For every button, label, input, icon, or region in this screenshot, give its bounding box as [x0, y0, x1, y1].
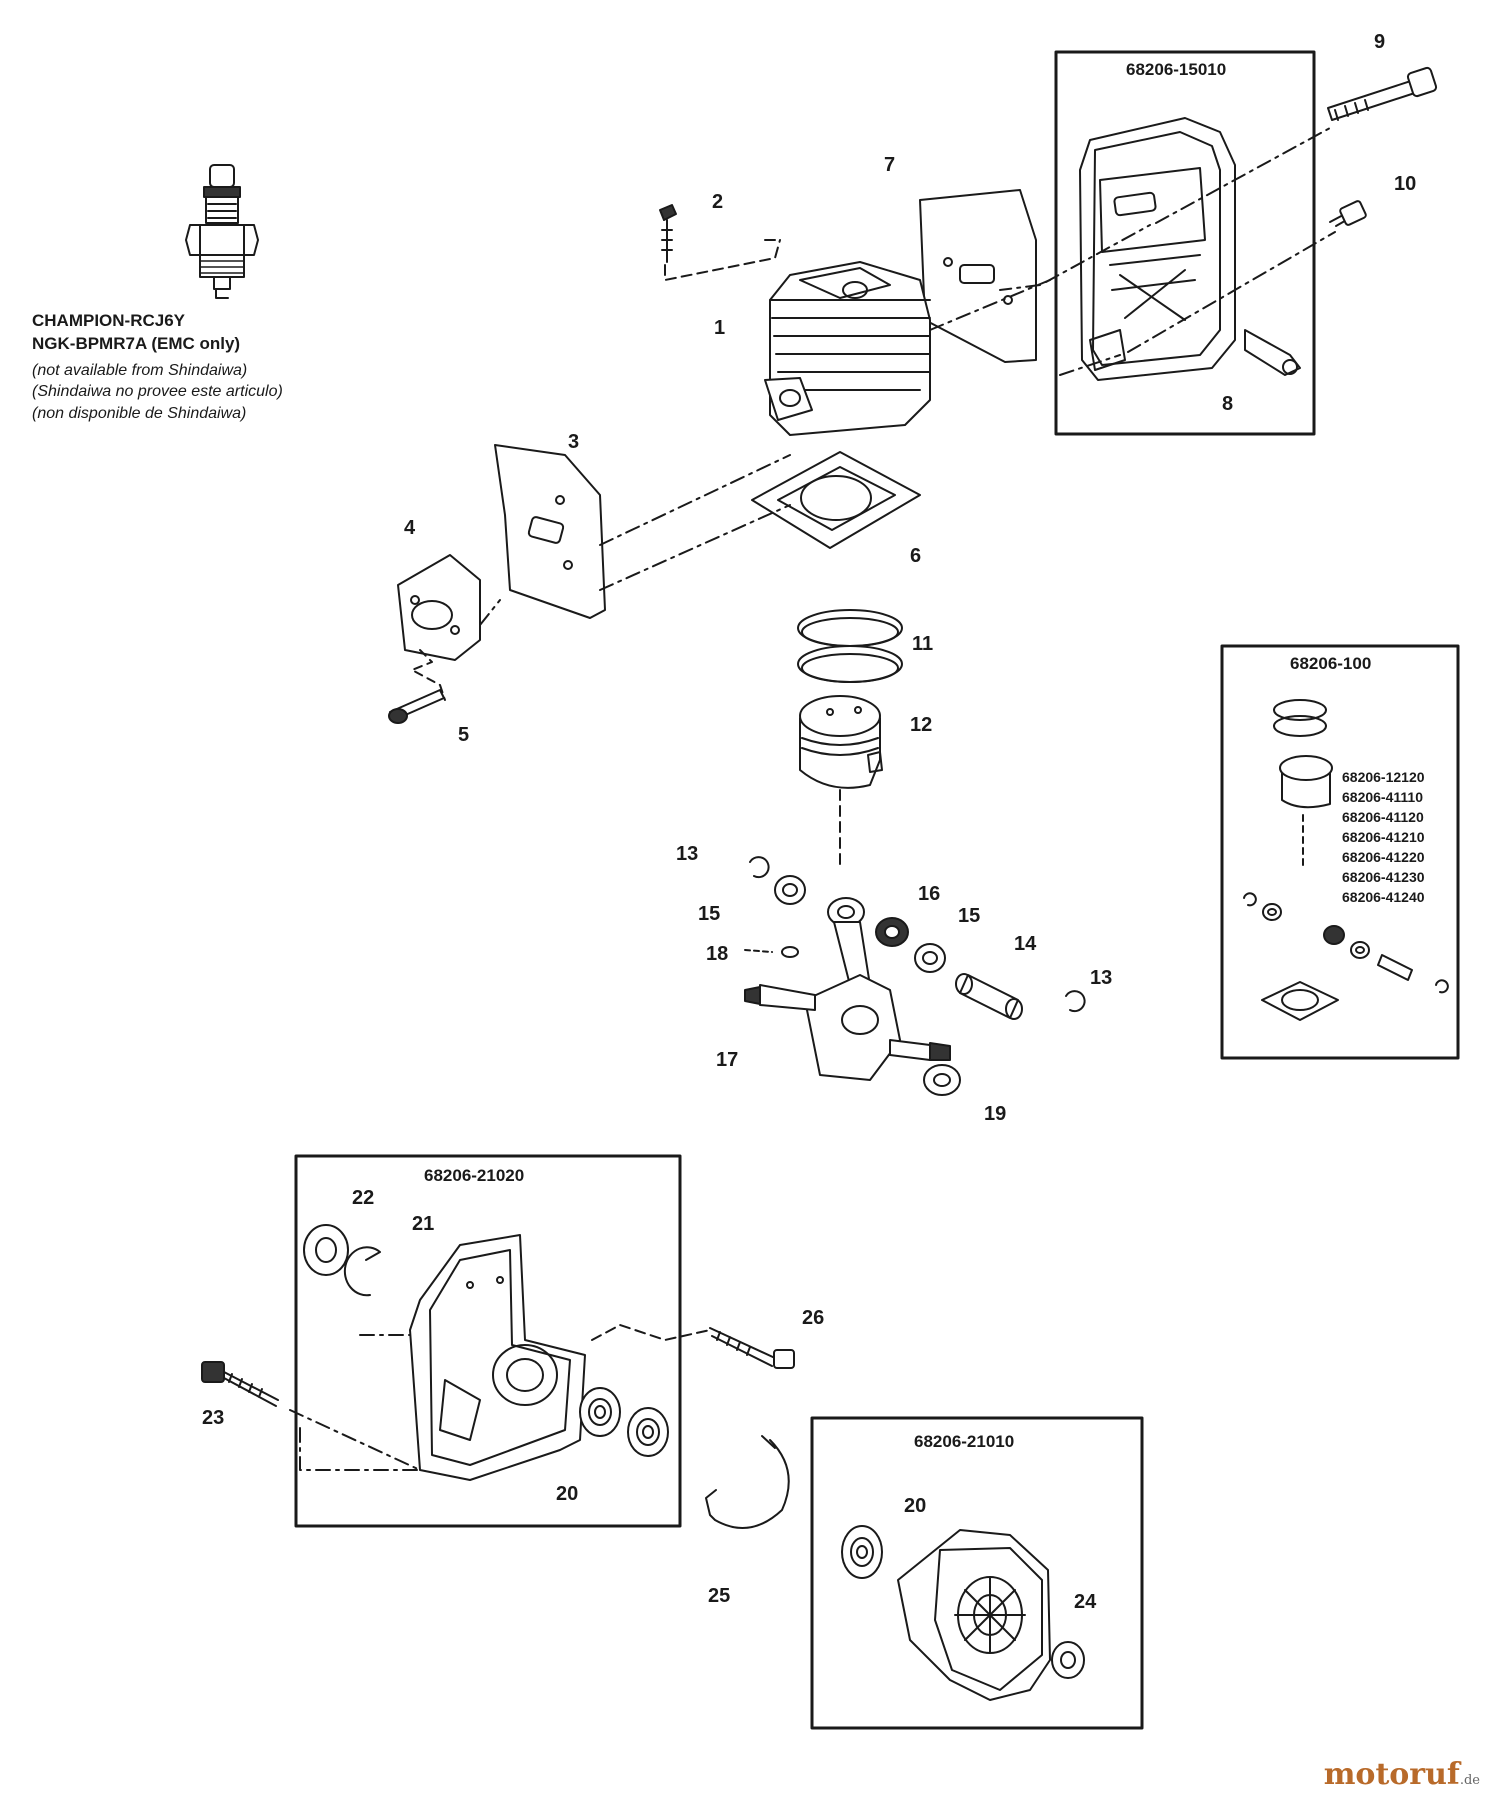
callout-21: 21 — [412, 1213, 435, 1235]
bearing-20-b — [841, 1525, 883, 1579]
crankcase-half-b — [897, 1529, 1051, 1701]
crankshaft-part-17 — [744, 897, 951, 1081]
watermark-text: motoruf — [1323, 1757, 1460, 1792]
spark-plug-ngk: NGK-BPMR7A (EMC only) — [32, 333, 241, 353]
callout-15-left: 15 — [698, 903, 721, 925]
crankcase-kit-b-number: 68206-21010 — [914, 1432, 1015, 1451]
callout-5: 5 — [458, 724, 470, 746]
piston-kit-number: 68206-100 — [1290, 654, 1372, 673]
piston-pin-14 — [955, 973, 1023, 1020]
cylinder-part-1 — [764, 261, 931, 436]
cylinder-screw-2 — [659, 204, 677, 263]
intake-gasket-3 — [494, 444, 606, 619]
callout-19: 19 — [984, 1103, 1007, 1125]
callout-25: 25 — [708, 1585, 731, 1607]
callout-9: 9 — [1374, 31, 1386, 53]
callout-24: 24 — [1074, 1591, 1097, 1613]
callout-18: 18 — [706, 943, 729, 965]
washer-15-right — [914, 943, 946, 973]
callout-4: 4 — [404, 517, 416, 539]
crankcase-bolt-26 — [709, 1327, 795, 1369]
spark-plug-note-es: (Shindaiwa no provee este articulo) — [32, 383, 283, 401]
callout-22: 22 — [352, 1187, 375, 1209]
callout-16: 16 — [918, 883, 941, 905]
crankcase-kit-a-box — [294, 1154, 682, 1528]
callout-20-a: 20 — [556, 1483, 579, 1505]
callout-12: 12 — [910, 714, 933, 736]
woodruff-key-18 — [781, 946, 799, 958]
piston-kit-part: 68206-41210 — [1342, 829, 1425, 845]
callout-17: 17 — [716, 1049, 739, 1071]
crankcase-half-a — [409, 1234, 586, 1481]
crankcase-bolt-23 — [201, 1361, 279, 1407]
muffler-bolt-9 — [1327, 66, 1438, 121]
piston-kit-part: 68206-41220 — [1342, 849, 1425, 865]
needle-bearing-16 — [875, 917, 909, 947]
callout-2: 2 — [712, 191, 724, 213]
piston-kit-part: 68206-12120 — [1342, 769, 1425, 785]
callout-23: 23 — [202, 1407, 225, 1429]
piston-kit-part: 68206-41120 — [1342, 809, 1424, 825]
callout-26: 26 — [802, 1307, 825, 1329]
muffler-bolt-10 — [1329, 200, 1367, 227]
washer-19 — [923, 1064, 961, 1096]
watermark-logo: motoruf.de — [1324, 1757, 1480, 1792]
callout-7: 7 — [884, 154, 896, 176]
callout-15-right: 15 — [958, 905, 981, 927]
spark-plug-note-en: (not available from Shindaiwa) — [32, 361, 248, 379]
callout-14: 14 — [1014, 933, 1037, 955]
insulator-part-4 — [397, 554, 481, 661]
callout-3: 3 — [568, 431, 580, 453]
callout-20-b: 20 — [904, 1495, 927, 1517]
piston-kit-box — [1220, 644, 1460, 1060]
muffler-kit-number: 68206-15010 — [1126, 60, 1227, 79]
piston-kit-part: 68206-41240 — [1342, 889, 1425, 905]
callout-8: 8 — [1222, 393, 1234, 415]
circlip-13-right — [1065, 990, 1086, 1013]
piston-part-12 — [799, 695, 883, 789]
callout-13-right: 13 — [1090, 967, 1113, 989]
piston-kit-parts-illustration — [1243, 699, 1449, 1021]
crankcase-kit-a-number: 68206-21020 — [424, 1166, 525, 1185]
oil-seal-24 — [1051, 1641, 1085, 1679]
callout-11: 11 — [912, 633, 934, 655]
base-gasket-6 — [751, 451, 921, 549]
spark-plug-icon — [185, 164, 259, 299]
muffler-kit-box — [1054, 50, 1316, 436]
oil-seal-22 — [303, 1224, 349, 1276]
snap-ring-21 — [343, 1246, 381, 1297]
callout-10: 10 — [1394, 173, 1417, 195]
spark-plug-spec: CHAMPION-RCJ6Y NGK-BPMR7A (EMC only) (no… — [32, 310, 283, 425]
snap-ring-25 — [705, 1435, 790, 1529]
spark-plug-champion: CHAMPION-RCJ6Y — [32, 311, 186, 330]
piston-kit-part: 68206-41230 — [1342, 869, 1425, 885]
insulator-screw-5 — [388, 689, 445, 724]
washer-15-left — [774, 875, 806, 905]
callout-1: 1 — [714, 317, 726, 339]
callout-6: 6 — [910, 545, 922, 567]
watermark-suffix: .de — [1459, 1773, 1480, 1788]
muffler-part — [1079, 117, 1301, 381]
piston-rings-11 — [797, 609, 903, 683]
spark-plug-note-fr: (non disponible de Shindaiwa) — [32, 405, 247, 423]
bearing-20-a1 — [579, 1387, 621, 1437]
piston-kit-part: 68206-41110 — [1342, 789, 1423, 805]
crankcase-kit-b-box — [810, 1416, 1144, 1730]
muffler-gasket-7 — [919, 189, 1037, 363]
circlip-13-left — [749, 856, 770, 879]
callout-13-left: 13 — [676, 843, 699, 865]
bearing-20-a2 — [627, 1407, 669, 1457]
